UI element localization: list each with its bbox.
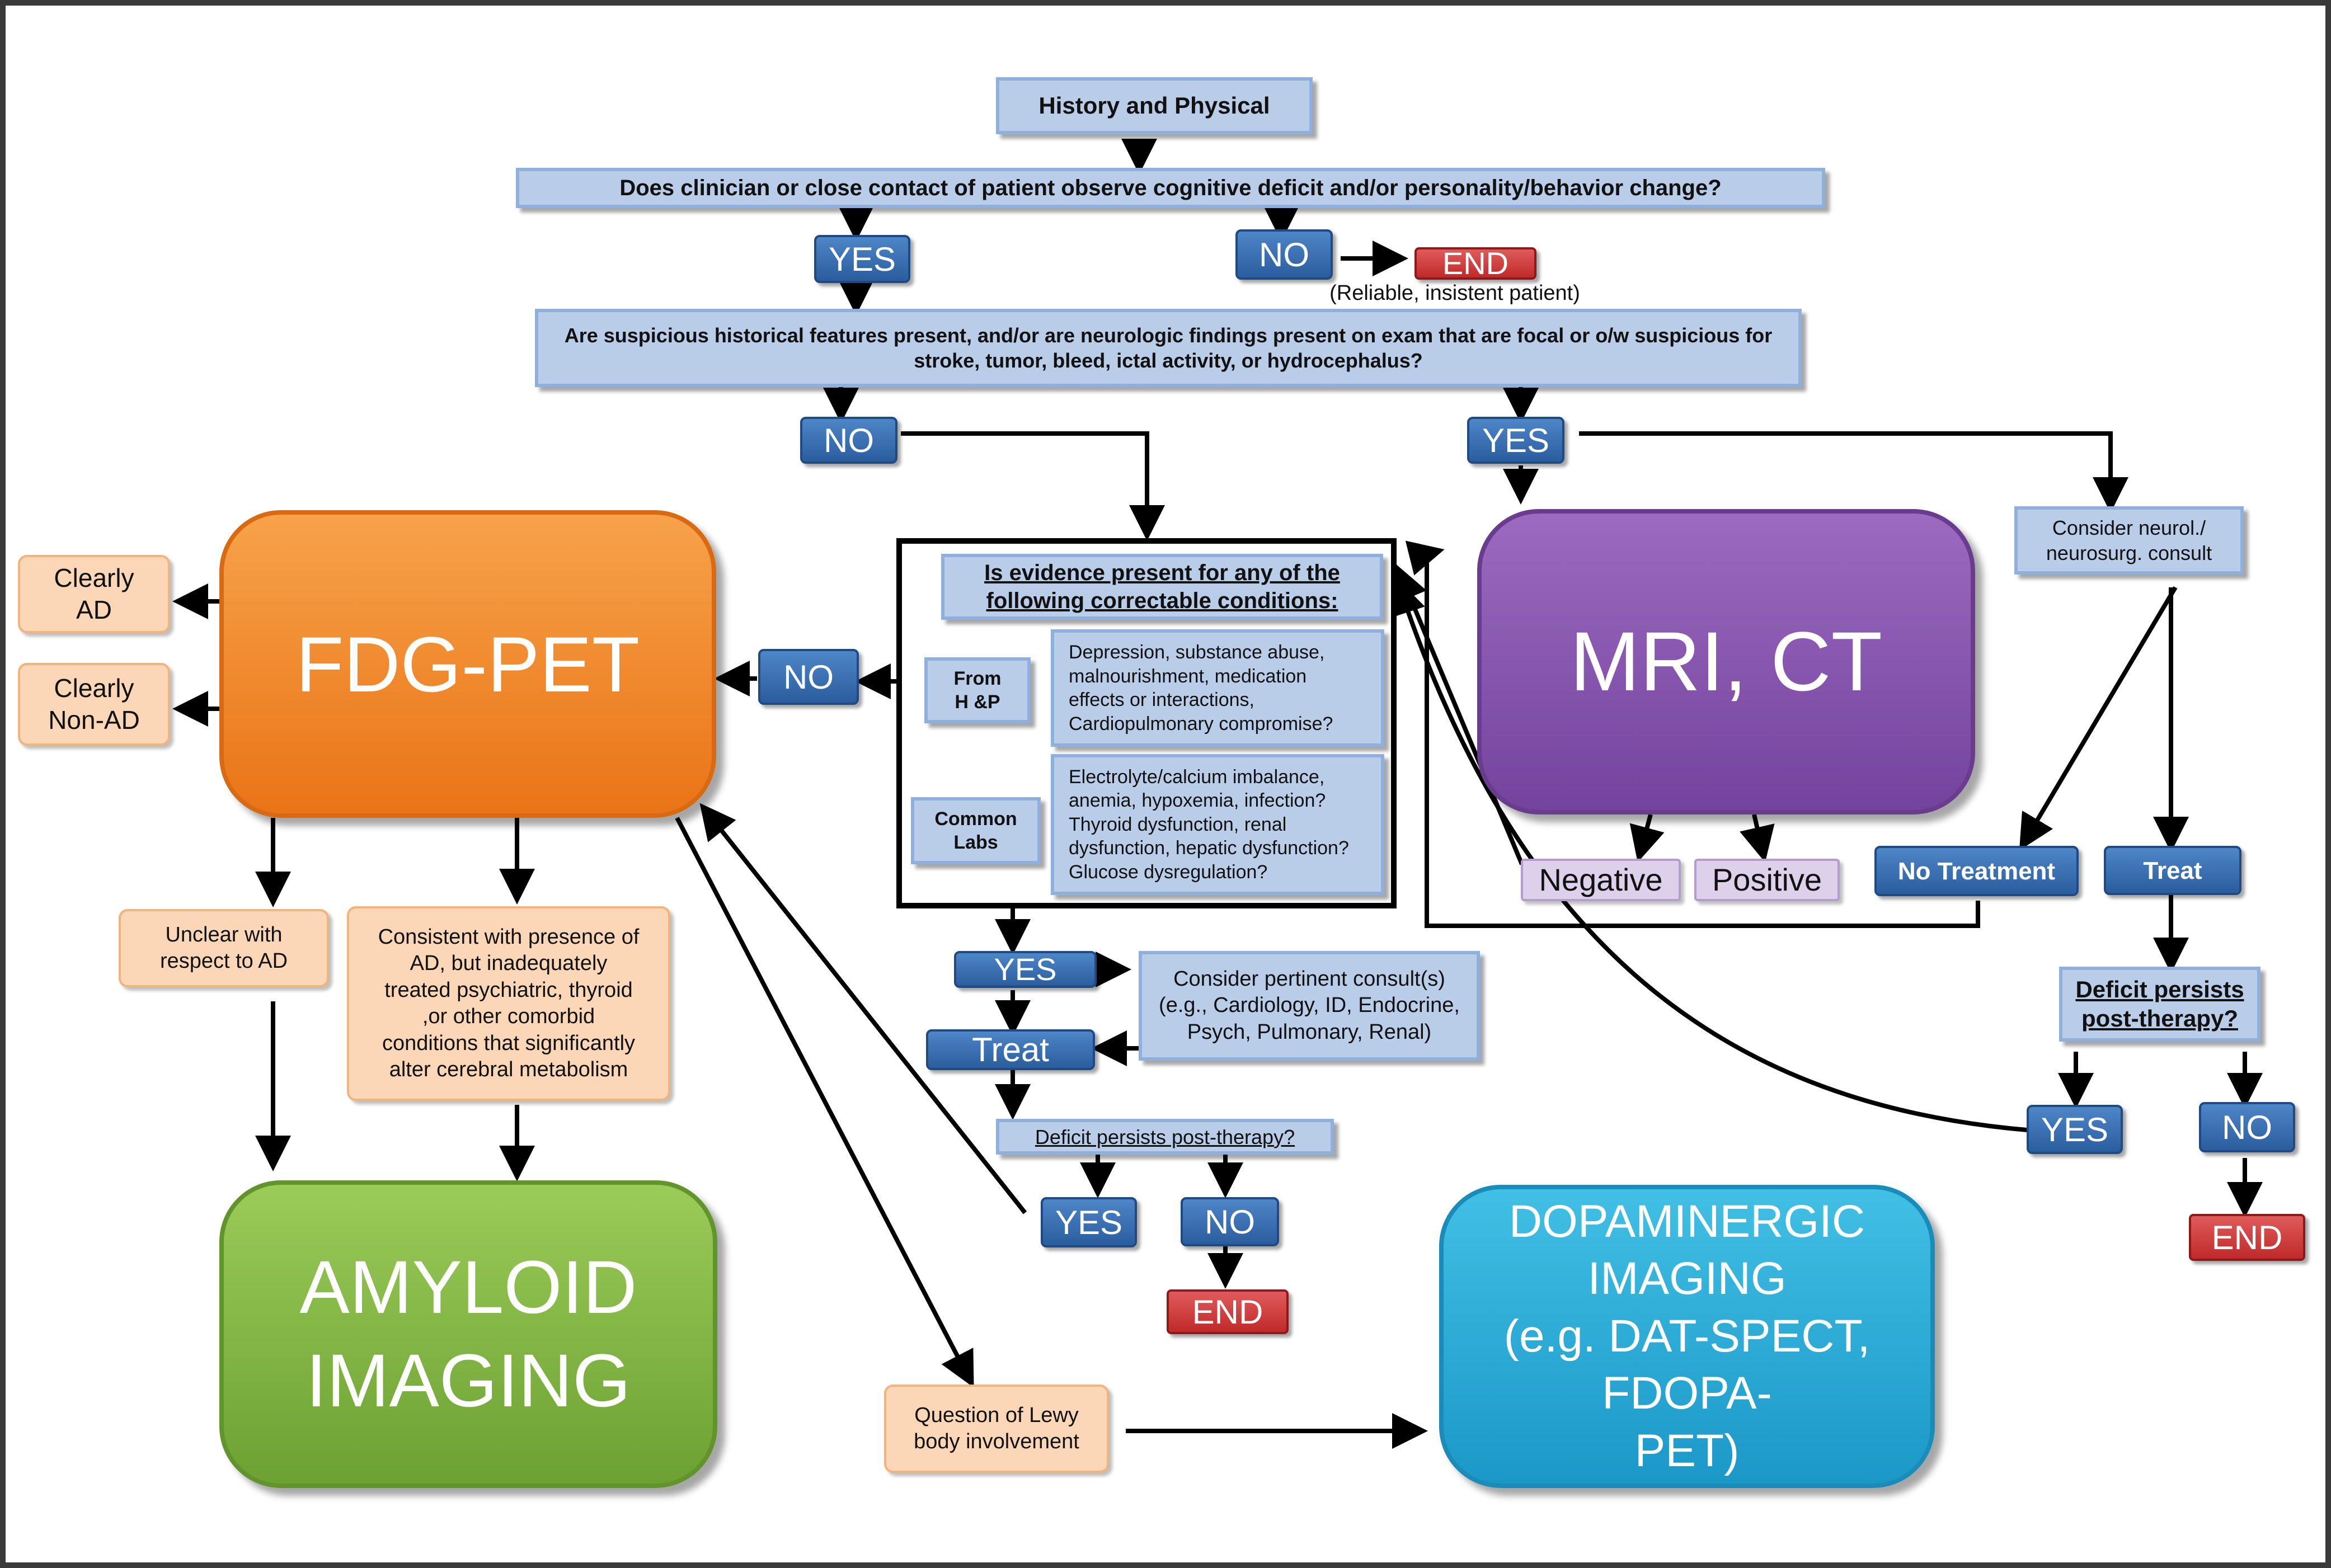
reliable-patient-note: (Reliable, insistent patient) xyxy=(1329,281,1580,305)
yes-button-suspicious[interactable]: YES xyxy=(1467,417,1564,464)
arrow-neuro-consult-to-no-treatment xyxy=(2019,586,2178,851)
correctable-conditions-title: Is evidence present for any of the follo… xyxy=(941,554,1383,620)
arrow-yes-right-to-correctable xyxy=(1390,578,2028,1132)
common-labs-label: Common Labs xyxy=(911,797,1041,864)
unclear-ad-box: Unclear with respect to AD xyxy=(119,909,329,987)
dopaminergic-imaging-box: DOPAMINERGIC IMAGING (e.g. DAT-SPECT, FD… xyxy=(1439,1185,1935,1488)
amyloid-imaging-box: AMYLOID IMAGING xyxy=(219,1180,717,1488)
neuro-consult-box: Consider neurol./ neurosurg. consult xyxy=(2014,506,2244,575)
arrow-mri-to-positive xyxy=(1740,814,1775,863)
from-hp-label: From H &P xyxy=(924,657,1031,723)
arrow-fdg-to-lewy xyxy=(675,817,974,1388)
arrow-yes-bottom-to-fdg xyxy=(699,803,1027,1214)
no-treatment-button[interactable]: No Treatment xyxy=(1874,846,2079,896)
consistent-ad-box: Consistent with presence of AD, but inad… xyxy=(347,906,670,1101)
yes-button-observe[interactable]: YES xyxy=(814,235,910,283)
correctable-conditions-frame xyxy=(896,538,1397,908)
labs-conditions-list: Electrolyte/calcium imbalance, anemia, h… xyxy=(1051,754,1384,895)
observe-deficit-question: Does clinician or close contact of patie… xyxy=(516,168,1825,208)
treat-button-mid[interactable]: Treat xyxy=(926,1029,1095,1070)
end-terminal-bottom: END xyxy=(1167,1289,1289,1334)
yes-button-bottom[interactable]: YES xyxy=(1041,1197,1137,1247)
deficit-persists-mid: Deficit persists post-therapy? xyxy=(996,1119,1334,1155)
suspicious-features-question: Are suspicious historical features prese… xyxy=(535,309,1802,387)
deficit-persists-right: Deficit persists post-therapy? xyxy=(2059,967,2260,1042)
mri-ct-box: MRI, CT xyxy=(1477,509,1975,814)
end-terminal-right: END xyxy=(2189,1214,2305,1261)
no-button-suspicious[interactable]: NO xyxy=(800,417,897,464)
no-button-correctable[interactable]: NO xyxy=(758,649,859,705)
arrow-mri-to-negative xyxy=(1629,813,1665,863)
arrow-no-treatment-to-correctable xyxy=(1405,540,1980,928)
end-terminal-top: END xyxy=(1414,246,1536,281)
no-button-right[interactable]: NO xyxy=(2199,1102,2295,1152)
hp-conditions-list: Depression, substance abuse, malnourishm… xyxy=(1051,629,1384,747)
treat-button-right[interactable]: Treat xyxy=(2104,846,2241,895)
history-and-physical-box: History and Physical xyxy=(996,77,1313,134)
no-button-bottom[interactable]: NO xyxy=(1181,1197,1279,1246)
yes-button-correctable[interactable]: YES xyxy=(954,951,1097,988)
no-button-observe[interactable]: NO xyxy=(1235,229,1333,280)
yes-button-right[interactable]: YES xyxy=(2027,1105,2123,1154)
lewy-body-question-box: Question of Lewy body involvement xyxy=(884,1385,1109,1473)
pertinent-consult-box: Consider pertinent consult(s) (e.g., Car… xyxy=(1139,951,1480,1061)
fdg-pet-box: FDG-PET xyxy=(219,510,716,818)
clearly-non-ad-box: Clearly Non-AD xyxy=(18,663,170,746)
negative-result-box: Negative xyxy=(1521,859,1681,901)
arrow-yes-to-neuro-consult xyxy=(1579,431,2128,513)
arrow-no-to-correctable xyxy=(901,431,1165,541)
clearly-ad-box: Clearly AD xyxy=(18,555,170,633)
positive-result-box: Positive xyxy=(1694,859,1840,901)
